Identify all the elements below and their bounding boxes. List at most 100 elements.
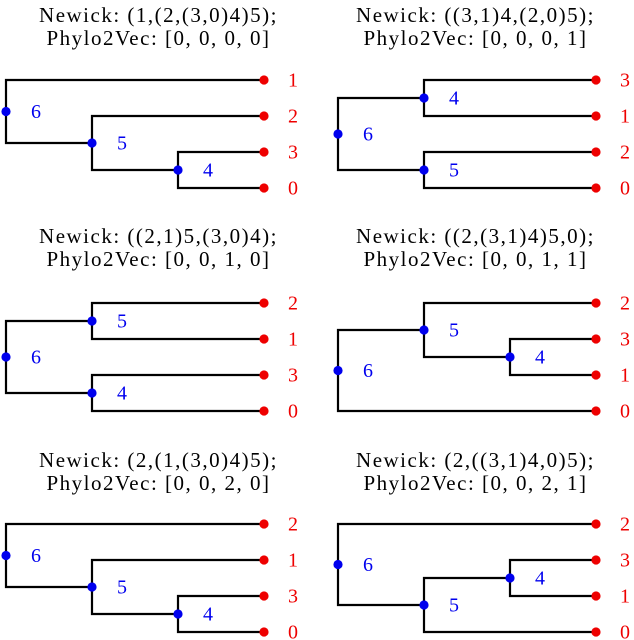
leaf-node-label: 0 — [288, 622, 298, 640]
internal-node-dot — [505, 352, 515, 362]
tree-edge — [508, 357, 596, 377]
tree-edge — [90, 587, 178, 616]
leaf-node-dot — [259, 183, 269, 193]
leaf-node-label: 2 — [620, 514, 630, 536]
tree-edge — [508, 558, 596, 578]
phylo2vec-label: Phylo2Vec: [0, 0, 2, 0] — [46, 471, 271, 495]
leaf-node-label: 3 — [620, 70, 630, 92]
leaf-node-label: 1 — [620, 106, 630, 128]
panel-titles: Newick: ((2,(3,1)4)5,0); Phylo2Vec: [0, … — [317, 213, 634, 271]
leaf-node-label: 0 — [288, 178, 298, 200]
panel-titles: Newick: ((3,1)4,(2,0)5); Phylo2Vec: [0, … — [317, 0, 634, 50]
internal-node-dot — [505, 573, 515, 583]
leaf-node-dot — [259, 555, 269, 565]
internal-node-dot — [333, 559, 343, 570]
internal-node-dot — [173, 165, 183, 175]
panel-titles: Newick: (2,((3,1)4,0)5); Phylo2Vec: [0, … — [317, 426, 634, 495]
tree-edge — [4, 555, 92, 589]
internal-node-dot — [419, 165, 429, 175]
tree-panel-1: Newick: ((3,1)4,(2,0)5); Phylo2Vec: [0, … — [317, 0, 634, 213]
leaf-node-dot — [259, 370, 269, 380]
leaf-node-label: 1 — [288, 70, 298, 92]
phylo2vec-label: Phylo2Vec: [0, 0, 0, 0] — [46, 26, 271, 50]
tree-edge — [422, 605, 596, 634]
leaf-node-dot — [591, 111, 601, 121]
phylo2vec-label: Phylo2Vec: [0, 0, 2, 1] — [363, 471, 588, 495]
newick-label: Newick: (2,(1,(3,0)4)5); — [39, 448, 278, 472]
leaf-node-label: 3 — [620, 329, 630, 351]
panel-titles: Newick: ((2,1)5,(3,0)4); Phylo2Vec: [0, … — [0, 213, 317, 271]
leaf-node-label: 2 — [620, 293, 630, 315]
newick-label: Newick: ((2,(3,1)4)5,0); — [356, 224, 595, 248]
internal-node-dot — [1, 106, 11, 117]
leaf-node-dot — [591, 75, 601, 85]
panel-titles: Newick: (1,(2,(3,0)4)5); Phylo2Vec: [0, … — [0, 0, 317, 50]
leaf-node-dot — [591, 183, 601, 193]
internal-node-label: 4 — [535, 568, 545, 590]
leaf-node-dot — [591, 591, 601, 601]
leaf-node-label: 3 — [288, 586, 298, 608]
tree-edge — [508, 337, 596, 357]
tree-edge — [176, 614, 264, 634]
leaf-node-dot — [259, 591, 269, 601]
internal-node-label: 5 — [449, 595, 459, 617]
leaf-node-dot — [259, 334, 269, 344]
internal-node-dot — [419, 93, 429, 103]
leaf-node-label: 2 — [288, 293, 298, 315]
tree-panel-4: Newick: (2,(1,(3,0)4)5); Phylo2Vec: [0, … — [0, 426, 317, 640]
leaf-node-label: 1 — [620, 586, 630, 608]
newick-label: Newick: ((2,1)5,(3,0)4); — [39, 224, 278, 248]
leaf-node-dot — [591, 334, 601, 344]
internal-node-label: 6 — [31, 101, 41, 123]
internal-node-label: 5 — [449, 160, 459, 182]
internal-node-dot — [87, 138, 97, 148]
phylo2vec-label: Phylo2Vec: [0, 0, 1, 1] — [363, 247, 588, 271]
internal-node-label: 6 — [31, 545, 41, 567]
leaf-node-label: 1 — [288, 329, 298, 351]
tree-edge — [422, 301, 596, 330]
leaf-node-label: 0 — [620, 178, 630, 200]
tree-edge — [336, 96, 424, 134]
internal-node-label: 5 — [117, 311, 127, 333]
leaf-node-dot — [591, 627, 601, 637]
tree-edge — [4, 522, 264, 556]
leaf-node-label: 1 — [288, 550, 298, 572]
tree-edge — [90, 301, 264, 321]
tree-edge — [90, 373, 264, 393]
leaf-node-dot — [259, 147, 269, 157]
leaf-node-label: 3 — [288, 365, 298, 387]
leaf-node-dot — [591, 555, 601, 565]
leaf-node-dot — [259, 298, 269, 308]
tree-edge — [176, 150, 264, 170]
tree-edge — [422, 576, 510, 605]
tree-edge — [422, 78, 596, 98]
tree-edge — [90, 321, 264, 341]
tree-edge — [422, 150, 596, 170]
internal-node-label: 4 — [117, 383, 127, 405]
internal-node-label: 6 — [363, 554, 373, 576]
leaf-node-dot — [259, 519, 269, 529]
leaf-node-dot — [591, 406, 601, 416]
internal-node-dot — [87, 582, 97, 592]
internal-node-dot — [1, 550, 11, 561]
leaf-node-label: 0 — [620, 622, 630, 640]
internal-node-dot — [1, 352, 11, 362]
phylo2vec-label: Phylo2Vec: [0, 0, 1, 0] — [46, 247, 271, 271]
newick-label: Newick: ((3,1)4,(2,0)5); — [356, 3, 595, 27]
tree-edge — [4, 319, 92, 357]
tree-edge — [90, 558, 264, 587]
leaf-node-label: 3 — [288, 142, 298, 164]
internal-node-dot — [419, 600, 429, 610]
newick-label: Newick: (1,(2,(3,0)4)5); — [39, 3, 278, 27]
leaf-node-dot — [259, 627, 269, 637]
tree-edge — [336, 370, 596, 413]
internal-node-dot — [333, 365, 343, 376]
internal-node-label: 5 — [449, 320, 459, 342]
tree-edge — [90, 143, 178, 172]
internal-node-dot — [173, 609, 183, 619]
tree-edge — [508, 578, 596, 598]
internal-node-label: 5 — [117, 133, 127, 155]
internal-node-label: 4 — [535, 347, 545, 369]
